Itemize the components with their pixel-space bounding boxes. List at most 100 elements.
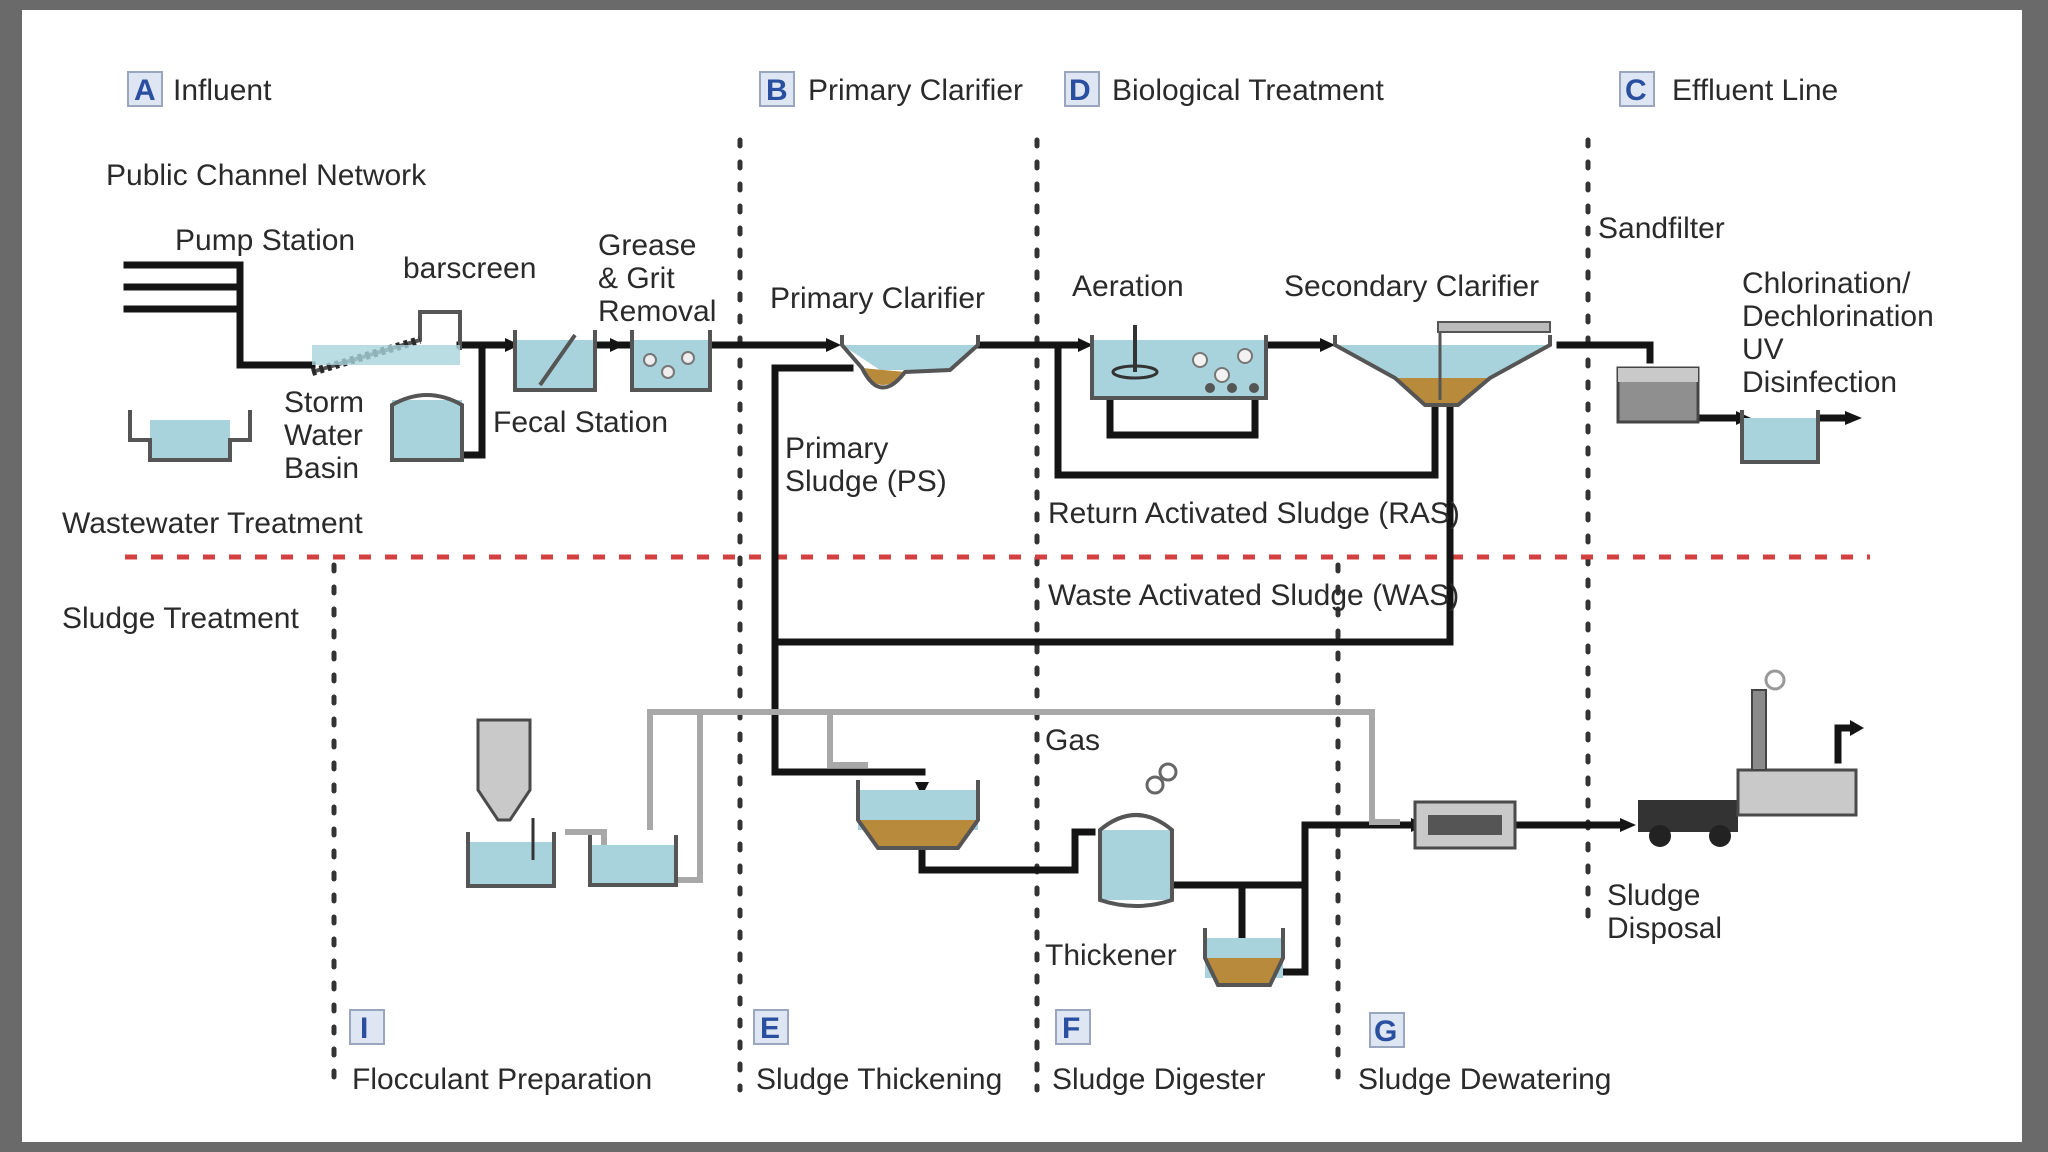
section-f-label: Sludge Digester bbox=[1052, 1063, 1265, 1096]
secondary-clarifier-tank bbox=[1333, 321, 1552, 407]
grit-removal-tank bbox=[630, 330, 712, 392]
diffuser-1 bbox=[1205, 383, 1215, 393]
label-fecal-station: Fecal Station bbox=[493, 406, 668, 439]
section-c-label: Effluent Line bbox=[1672, 74, 1838, 107]
arrow-1 bbox=[505, 338, 520, 352]
sandfilter-top bbox=[1618, 368, 1698, 382]
section-a-badge: A Influent bbox=[127, 71, 272, 107]
aeration-bubble-3 bbox=[1237, 348, 1253, 364]
diagram-canvas bbox=[22, 10, 2022, 1142]
label-was: Waste Activated Sludge (WAS) bbox=[1048, 579, 1459, 612]
section-d-label: Biological Treatment bbox=[1112, 74, 1384, 107]
thickening-to-digester-line bbox=[918, 828, 1096, 874]
label-grease-1: Grease bbox=[598, 229, 696, 262]
label-public-channel: Public Channel Network bbox=[106, 159, 427, 192]
section-e-badge: E Sludge Thickening bbox=[753, 1009, 1002, 1096]
ras-return-line bbox=[1054, 341, 1439, 479]
badge-i-box bbox=[349, 1009, 385, 1045]
badge-g-box bbox=[1369, 1012, 1405, 1048]
polymer-silo bbox=[476, 718, 532, 822]
badge-d-letter: D bbox=[1069, 74, 1091, 107]
mixing-tank-1-water bbox=[468, 842, 554, 886]
primary-water bbox=[842, 345, 978, 370]
process-labels: Public Channel Network Pump Station bars… bbox=[62, 159, 1934, 972]
section-e-label: Sludge Thickening bbox=[756, 1063, 1002, 1096]
influent-pipe-1 bbox=[123, 261, 244, 369]
label-ras: Return Activated Sludge (RAS) bbox=[1048, 497, 1460, 530]
label-secondary-clarifier: Secondary Clarifier bbox=[1284, 270, 1539, 303]
arrow-8 bbox=[1850, 720, 1864, 736]
truck-wheel-1 bbox=[1649, 825, 1671, 847]
label-pump-station: Pump Station bbox=[175, 224, 355, 257]
aeration-water bbox=[1092, 340, 1266, 398]
storm-basin-pipe bbox=[458, 341, 486, 459]
diffuser-3 bbox=[1249, 383, 1259, 393]
secondary-bridge bbox=[1437, 321, 1551, 333]
mixing-tank-2-wall bbox=[588, 835, 678, 887]
label-chlorination-4: Disinfection bbox=[1742, 366, 1897, 399]
badge-a-letter: A bbox=[134, 74, 156, 107]
polymer-thickening-line bbox=[827, 712, 868, 768]
label-aeration: Aeration bbox=[1072, 270, 1184, 303]
dewatering-press bbox=[1413, 800, 1517, 850]
pump-well bbox=[128, 410, 252, 462]
badge-c-letter: C bbox=[1625, 74, 1647, 107]
uv-water bbox=[1742, 418, 1818, 462]
thickening-tank bbox=[856, 780, 980, 850]
fecal-ramp bbox=[538, 333, 577, 387]
section-g-badge: G Sludge Dewatering bbox=[1358, 1012, 1612, 1096]
secondary-water bbox=[1335, 345, 1550, 378]
label-chlorination-2: Dechlorination bbox=[1742, 300, 1934, 333]
smokestack bbox=[1751, 689, 1767, 771]
badge-a-box bbox=[127, 71, 163, 107]
mixing-tank-1-wall bbox=[466, 832, 556, 888]
label-sludge-disposal-2: Disposal bbox=[1607, 912, 1722, 945]
section-badges: A Influent B Primary Clarifier D Biologi… bbox=[127, 71, 1838, 1096]
aerator-impeller bbox=[1111, 364, 1159, 380]
section-a-label: Influent bbox=[173, 74, 272, 107]
thickening-sludge bbox=[858, 820, 978, 848]
label-grease-3: Removal bbox=[598, 295, 716, 328]
label-thickener: Thickener bbox=[1045, 939, 1177, 972]
primary-clarifier-tank bbox=[840, 335, 980, 390]
pump-well-wall bbox=[128, 410, 252, 462]
badge-f-box bbox=[1055, 1009, 1091, 1045]
aeration-wall bbox=[1090, 335, 1268, 400]
uv-tank bbox=[1740, 410, 1820, 464]
pump-well-water bbox=[150, 420, 230, 460]
badge-b-box bbox=[759, 71, 795, 107]
label-sludge-treatment: Sludge Treatment bbox=[62, 602, 299, 635]
primary-wall bbox=[840, 335, 980, 390]
grit-bubble-3 bbox=[681, 351, 695, 365]
badge-f-letter: F bbox=[1062, 1012, 1080, 1045]
stack-outlet-line bbox=[1834, 724, 1854, 764]
arrow-4 bbox=[1078, 338, 1093, 352]
truck-wheel-2 bbox=[1709, 825, 1731, 847]
diffuser-2 bbox=[1227, 383, 1237, 393]
storm-basin-water bbox=[392, 400, 462, 460]
barscreen-unit bbox=[310, 310, 462, 376]
digester-tank bbox=[1098, 762, 1178, 908]
secondary-to-sandfilter-pipe bbox=[1556, 341, 1654, 364]
aeration-bubble-2 bbox=[1214, 367, 1230, 383]
grit-bubble-2 bbox=[661, 365, 675, 379]
gas-bubble-2 bbox=[1158, 762, 1178, 782]
storm-water-basin bbox=[390, 393, 464, 462]
mixing-tank-2-water bbox=[590, 845, 676, 885]
section-d-badge: D Biological Treatment bbox=[1064, 71, 1384, 107]
badge-i-letter: I bbox=[360, 1012, 368, 1045]
incinerator-building bbox=[1736, 768, 1858, 817]
arrow-9 bbox=[1620, 818, 1636, 832]
digester-water bbox=[1100, 830, 1172, 900]
arrow-12 bbox=[915, 782, 929, 796]
aeration-bubble-1 bbox=[1192, 352, 1208, 368]
arrow-5 bbox=[1320, 338, 1335, 352]
badge-d-box bbox=[1064, 71, 1100, 107]
badge-c-box bbox=[1619, 71, 1655, 107]
section-g-label: Sludge Dewatering bbox=[1358, 1063, 1612, 1096]
thickener-wall bbox=[1203, 928, 1285, 987]
arrow-2 bbox=[610, 338, 625, 352]
label-grease-2: & Grit bbox=[598, 262, 675, 295]
secondary-wall bbox=[1333, 335, 1552, 407]
